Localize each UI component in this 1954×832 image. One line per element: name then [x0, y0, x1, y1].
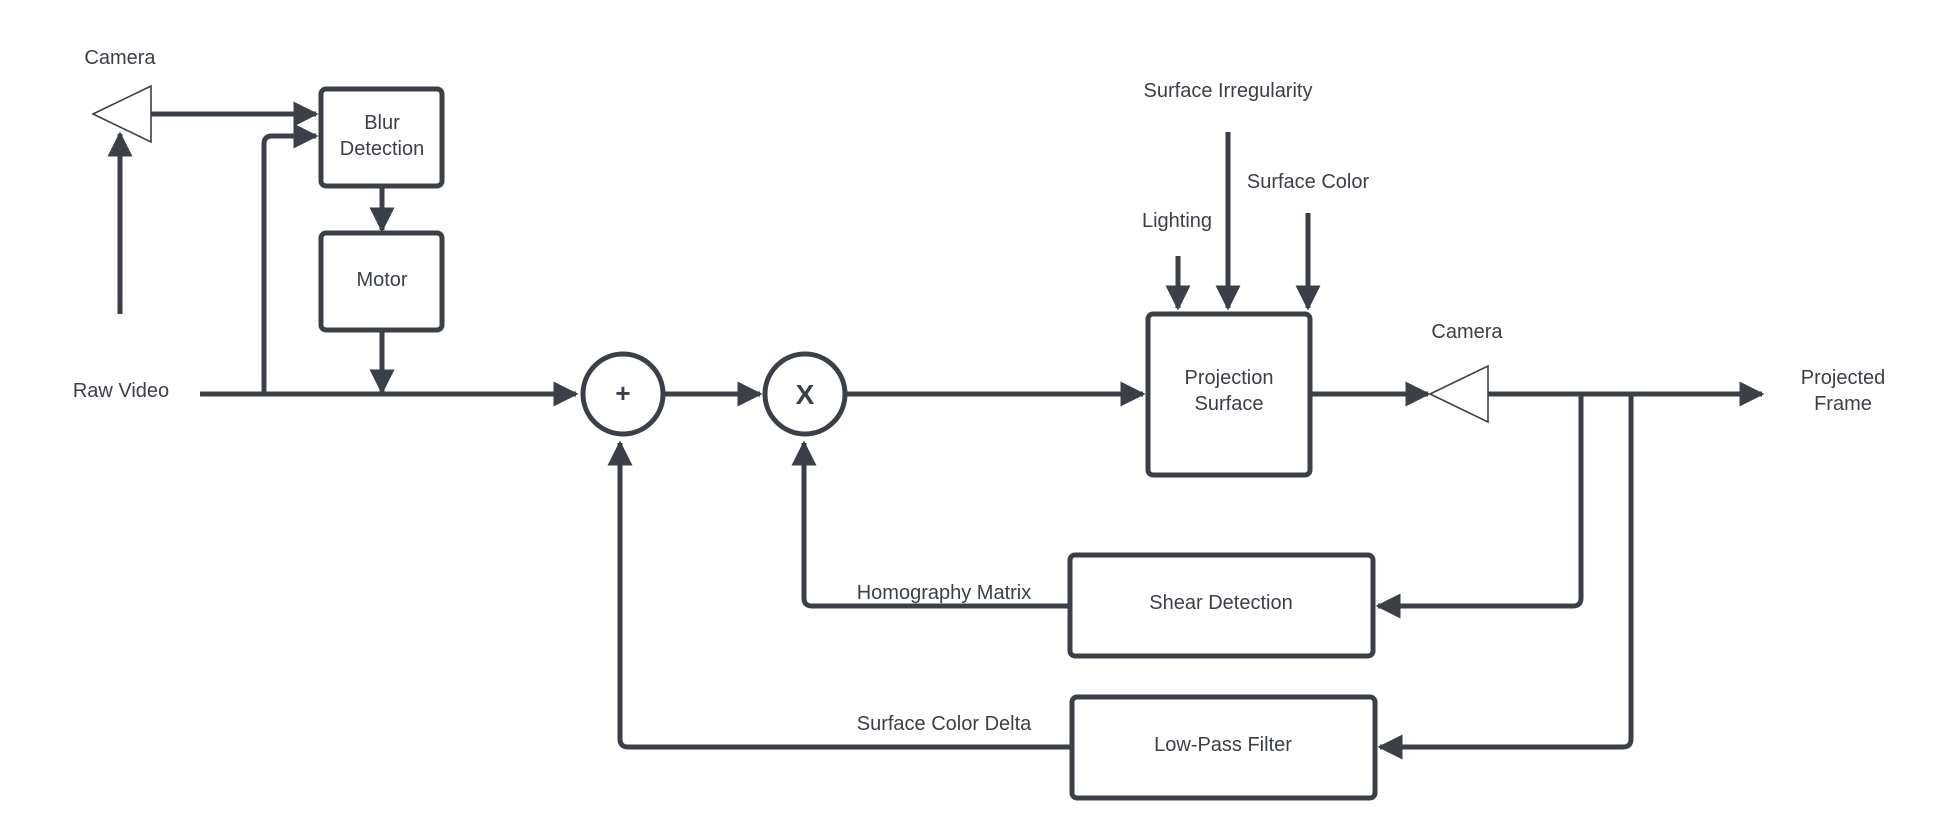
projected-frame-label-line1: Projected [1801, 367, 1886, 389]
feedback-to-lowpass-wire [1377, 394, 1634, 760]
multiply-symbol: X [796, 379, 815, 410]
branch-to-blur-wire [261, 123, 319, 394]
feedback-to-shear-wire [1375, 394, 1584, 619]
camera-top-label: Camera [84, 47, 156, 69]
connections [107, 101, 1765, 760]
shear-detection-label: Shear Detection [1149, 592, 1292, 614]
homography-matrix-label: Homography Matrix [857, 582, 1032, 604]
blur-detection-label-line2: Detection [340, 138, 425, 160]
color-delta-wire [607, 440, 1070, 750]
projection-surface-label-line2: Surface [1195, 393, 1264, 415]
sum-symbol: + [615, 378, 630, 408]
low-pass-filter-label: Low-Pass Filter [1154, 734, 1292, 756]
sum-junction[interactable]: + [580, 351, 666, 437]
lighting-label: Lighting [1142, 210, 1212, 232]
shear-detection-block[interactable]: Shear Detection [1067, 552, 1376, 659]
motor-block[interactable]: Motor [318, 230, 445, 333]
low-pass-filter-block[interactable]: Low-Pass Filter [1069, 694, 1378, 801]
camera-top-triangle-icon[interactable] [91, 84, 152, 144]
surface-irregularity-label: Surface Irregularity [1144, 80, 1313, 102]
homography-wire [791, 440, 1068, 609]
multiply-junction[interactable]: X [762, 351, 848, 437]
camera-right-label: Camera [1431, 321, 1503, 343]
projection-surface-block[interactable]: Projection Surface [1145, 311, 1313, 478]
surface-color-label: Surface Color [1247, 171, 1370, 193]
blur-detection-block[interactable]: Blur Detection [318, 86, 445, 189]
surface-color-delta-label: Surface Color Delta [857, 713, 1032, 735]
projected-frame-label-line2: Frame [1814, 393, 1872, 415]
motor-label: Motor [356, 269, 407, 291]
blur-detection-label-line1: Blur [364, 112, 400, 134]
projection-surface-label-line1: Projection [1185, 367, 1274, 389]
raw-video-label: Raw Video [73, 380, 169, 402]
camera-right-triangle-icon[interactable] [1428, 364, 1489, 424]
